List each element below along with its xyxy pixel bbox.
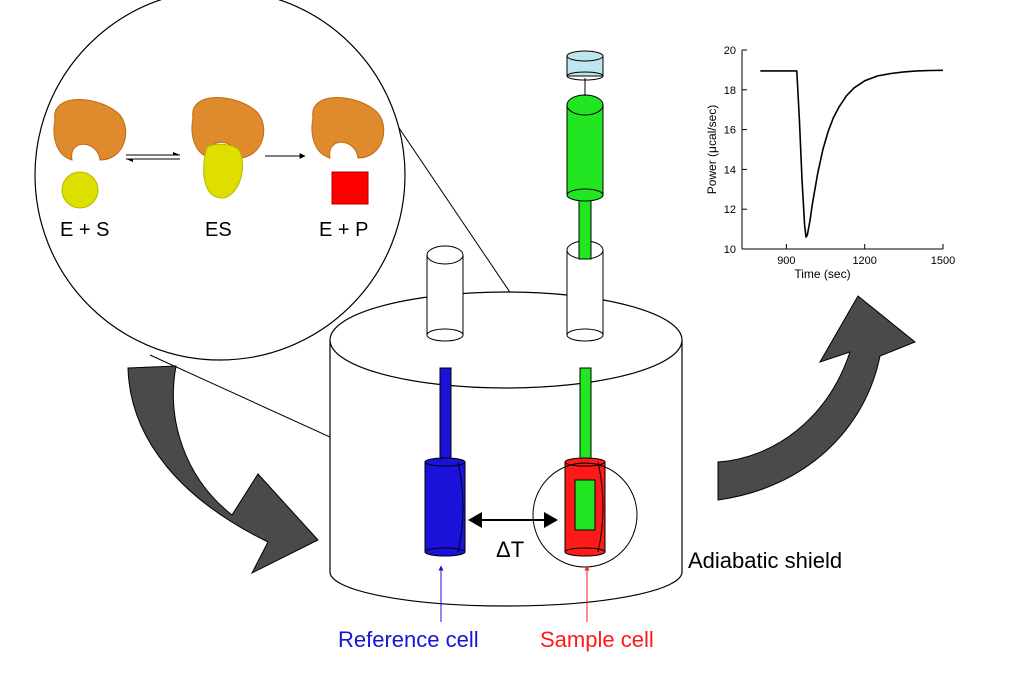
state-product-label: E + P xyxy=(319,219,368,241)
y-axis-label: Power (μcal/sec) xyxy=(705,105,719,195)
x-tick-label: 1500 xyxy=(931,255,955,267)
product-square xyxy=(331,171,369,205)
curved-arrow-right xyxy=(717,295,916,501)
equilibrium-arrows xyxy=(126,152,180,162)
enzyme-free-1 xyxy=(53,99,127,161)
sample-cell xyxy=(564,367,606,557)
y-tick-label: 12 xyxy=(724,204,736,216)
reference-cell xyxy=(424,367,466,557)
reference-port-tube xyxy=(426,245,464,342)
adiabatic-shield-label: Adiabatic shield xyxy=(688,548,842,573)
x-axis-label: Time (sec) xyxy=(794,267,850,281)
y-tick-label: 10 xyxy=(724,244,736,256)
y-tick-label: 16 xyxy=(724,125,736,137)
y-tick-label: 20 xyxy=(724,45,736,57)
enzyme-free-2 xyxy=(311,97,385,159)
curved-arrow-left xyxy=(127,365,319,575)
sample-port-tube xyxy=(566,249,604,342)
sample-cell-label: Sample cell xyxy=(540,627,654,652)
delta-t-arrow xyxy=(468,512,558,528)
state-complex-label: ES xyxy=(205,219,232,241)
reference-cell-label: Reference cell xyxy=(338,627,479,652)
y-tick-label: 14 xyxy=(724,164,736,176)
substrate-ball xyxy=(61,171,99,209)
power-series-line xyxy=(760,69,944,238)
injection-syringe xyxy=(566,50,604,260)
state-es-free-label: E + S xyxy=(60,219,109,241)
enzyme-substrate-complex xyxy=(191,97,265,199)
y-tick-label: 18 xyxy=(724,85,736,97)
delta-t-label: ΔT xyxy=(496,537,524,562)
enzyme-reaction-inset: E + S ES E + P xyxy=(34,0,406,361)
x-tick-label: 900 xyxy=(777,255,795,267)
x-tick-label: 1200 xyxy=(852,255,876,267)
